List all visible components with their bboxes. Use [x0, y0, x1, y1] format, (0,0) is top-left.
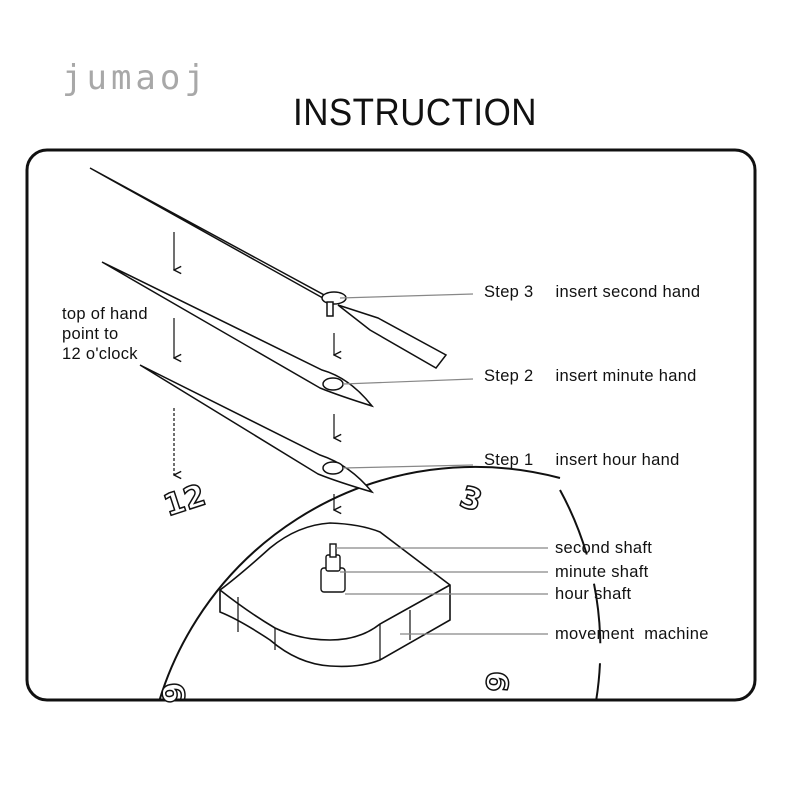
hour-hand: [139, 364, 375, 494]
movement-machine-label: movement machine: [555, 625, 709, 643]
step-2-action: insert minute hand: [555, 367, 697, 385]
step-2-label: Step 2 insert minute hand: [484, 367, 697, 386]
note-line-2: point to: [62, 325, 119, 343]
note-line-1: top of hand: [62, 305, 148, 323]
minute-hand: [101, 261, 375, 408]
leader-step3: [339, 293, 474, 299]
page-title: INSTRUCTION: [293, 92, 537, 134]
hour-hand-hole: [322, 461, 344, 475]
step-1-action: insert hour hand: [555, 451, 680, 469]
step-3-action: insert second hand: [555, 283, 701, 301]
clock-dial: [149, 465, 602, 700]
minute-hand-hole: [322, 377, 344, 391]
movement-machine: [219, 522, 451, 668]
dial-arc: [149, 465, 561, 700]
leader-step1: [342, 464, 474, 469]
shafts: [320, 543, 346, 593]
dial-number-9: 9: [157, 681, 194, 705]
watermark: jumaoj: [62, 58, 209, 98]
note-line-3: 12 o'clock: [62, 345, 138, 363]
dial-number-3: 3: [456, 480, 487, 520]
second-shaft-label: second shaft: [555, 539, 653, 557]
step-1-label: Step 1 insert hour hand: [484, 451, 680, 470]
step-1-number: Step 1: [484, 451, 534, 469]
minute-shaft-label: minute shaft: [555, 563, 649, 581]
dial-number-6: 6: [478, 670, 515, 694]
dial-arc-right: [559, 489, 602, 700]
second-shaft-shape: [329, 543, 337, 558]
hour-shaft-label: hour shaft: [555, 585, 632, 603]
step-2-number: Step 2: [484, 367, 534, 385]
leader-step2: [342, 378, 474, 385]
second-hand: [89, 167, 448, 369]
step-3-label: Step 3 insert second hand: [484, 283, 700, 302]
step-3-number: Step 3: [484, 283, 534, 301]
dial-number-12: 12: [159, 478, 210, 524]
hand-orientation-note: top of hand point to 12 o'clock: [62, 304, 148, 364]
frame-border: [25, 148, 757, 702]
